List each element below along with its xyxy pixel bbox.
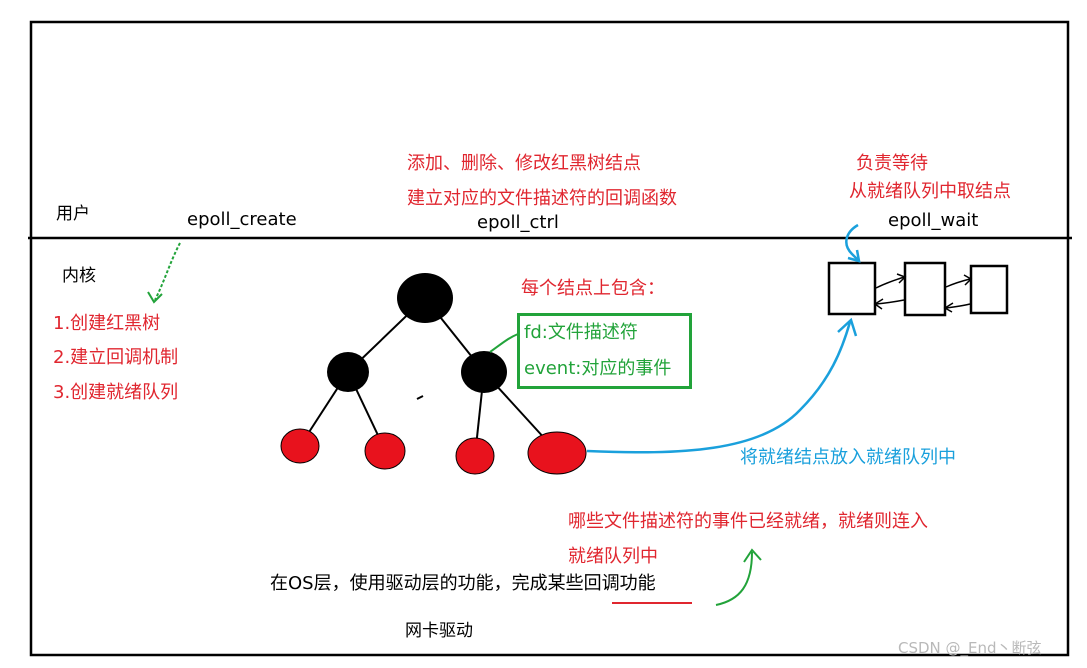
- epoll-wait-label: epoll_wait: [888, 210, 979, 231]
- ready-to-queue-arrow-head: [837, 317, 858, 337]
- create-step-3: 3.创建就绪队列: [53, 382, 179, 403]
- queue-links: [873, 273, 973, 313]
- tree-red-node-2: [364, 432, 406, 470]
- wait-arrow-head: [847, 249, 861, 263]
- os-layer-note: 在OS层，使用驱动层的功能，完成某些回调功能: [270, 573, 656, 594]
- node-field-event-desc: 对应的事件: [581, 358, 672, 379]
- queue-box-1: [827, 261, 877, 316]
- wait-arrow: [845, 223, 859, 261]
- node-field-event-key: event:: [524, 358, 582, 379]
- node-field-event: event:对应的事件: [524, 360, 671, 378]
- tree-red-node-ready: [527, 431, 587, 475]
- os-arrow: [715, 551, 753, 606]
- epoll-ctrl-label: epoll_ctrl: [477, 212, 559, 233]
- ready-move-label: 将就绪结点放入就绪队列中: [740, 447, 956, 468]
- node-field-fd-key: fd:: [524, 322, 548, 343]
- stray-tick: [416, 395, 424, 400]
- node-info-box: [517, 313, 692, 389]
- node-field-fd-desc: 文件描述符: [547, 322, 638, 343]
- ready-note-2: 就绪队列中: [568, 546, 658, 567]
- node-heading: 每个结点上包含：: [521, 278, 665, 299]
- os-arrow-head: [743, 548, 762, 563]
- queue-box-3: [969, 264, 1009, 315]
- ctrl-note-1: 添加、删除、修改红黑树结点: [407, 153, 641, 174]
- tree-red-node-3: [455, 437, 495, 475]
- epoll-create-label: epoll_create: [187, 209, 297, 230]
- create-arrow-head: [147, 291, 163, 304]
- create-arrow: [154, 242, 181, 301]
- ready-to-queue-arrow: [586, 321, 852, 454]
- tree-black-node-left: [327, 352, 369, 392]
- wait-note-2: 从就绪队列中取结点: [849, 181, 1011, 202]
- tree-root-node: [397, 273, 453, 323]
- tree-red-node-1: [280, 428, 320, 464]
- kernel-space-label: 内核: [62, 266, 96, 286]
- node-info-connector: [489, 333, 519, 353]
- create-step-1: 1.创建红黑树: [53, 313, 161, 334]
- outer-frame: [29, 20, 1070, 657]
- user-space-label: 用户: [56, 204, 90, 224]
- ready-note-1: 哪些文件描述符的事件已经就绪，就绪则连入: [568, 511, 928, 532]
- node-field-fd: fd:文件描述符: [524, 324, 638, 342]
- watermark: CSDN @_End丶断弦: [898, 639, 1042, 657]
- tree-black-node-right: [461, 351, 507, 393]
- nic-driver-label: 网卡驱动: [405, 621, 473, 641]
- create-step-2: 2.建立回调机制: [53, 347, 179, 368]
- ctrl-note-2: 建立对应的文件描述符的回调函数: [407, 188, 677, 209]
- wait-note-1: 负责等待: [856, 153, 928, 174]
- queue-box-2: [903, 261, 947, 317]
